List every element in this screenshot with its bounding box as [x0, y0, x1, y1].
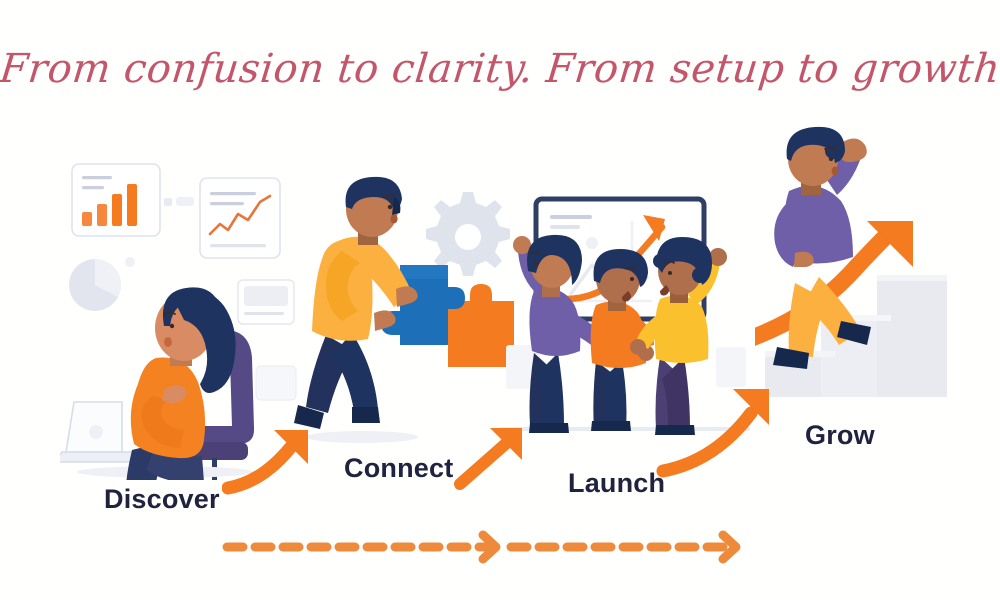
scene-connect [290, 175, 520, 450]
page-headline: From confusion to clarity. From setup to… [0, 46, 1000, 92]
person-thinking [126, 287, 236, 480]
stage-label-discover: Discover [104, 484, 220, 514]
blank-card-decoration [237, 279, 295, 325]
discover-illustration [60, 163, 297, 480]
person-celebrating-yellow [630, 237, 727, 435]
gear-icon [426, 192, 510, 276]
scene-grow [755, 125, 970, 405]
arrow-launch-to-grow [655, 385, 795, 480]
person-celebrating-orange [590, 249, 654, 431]
pie-chart-decoration [69, 257, 135, 311]
person-connecting [294, 176, 418, 429]
launch-illustration [500, 196, 750, 435]
laptop [60, 401, 144, 463]
floating-chips [164, 197, 194, 206]
growth-arrow [755, 221, 913, 346]
progress-track [215, 525, 755, 565]
stage-label-launch: Launch [568, 468, 666, 498]
line-chart-card [199, 177, 281, 259]
blank-card-decoration-2 [255, 365, 297, 401]
stage-label-connect: Connect [344, 453, 454, 483]
person-climbing [773, 126, 871, 369]
connect-illustration [294, 176, 514, 443]
arrow-connect-to-launch [452, 420, 542, 495]
bar-chart-card [71, 163, 161, 237]
stage-label-grow: Grow [805, 420, 875, 450]
person-celebrating-purple [513, 234, 610, 433]
floor-shadow [306, 431, 418, 443]
background-prop-2 [716, 347, 746, 387]
scene-launch [500, 195, 750, 455]
scene-discover [60, 150, 310, 480]
grow-illustration [755, 126, 947, 397]
arrow-discover-to-connect [222, 408, 332, 498]
